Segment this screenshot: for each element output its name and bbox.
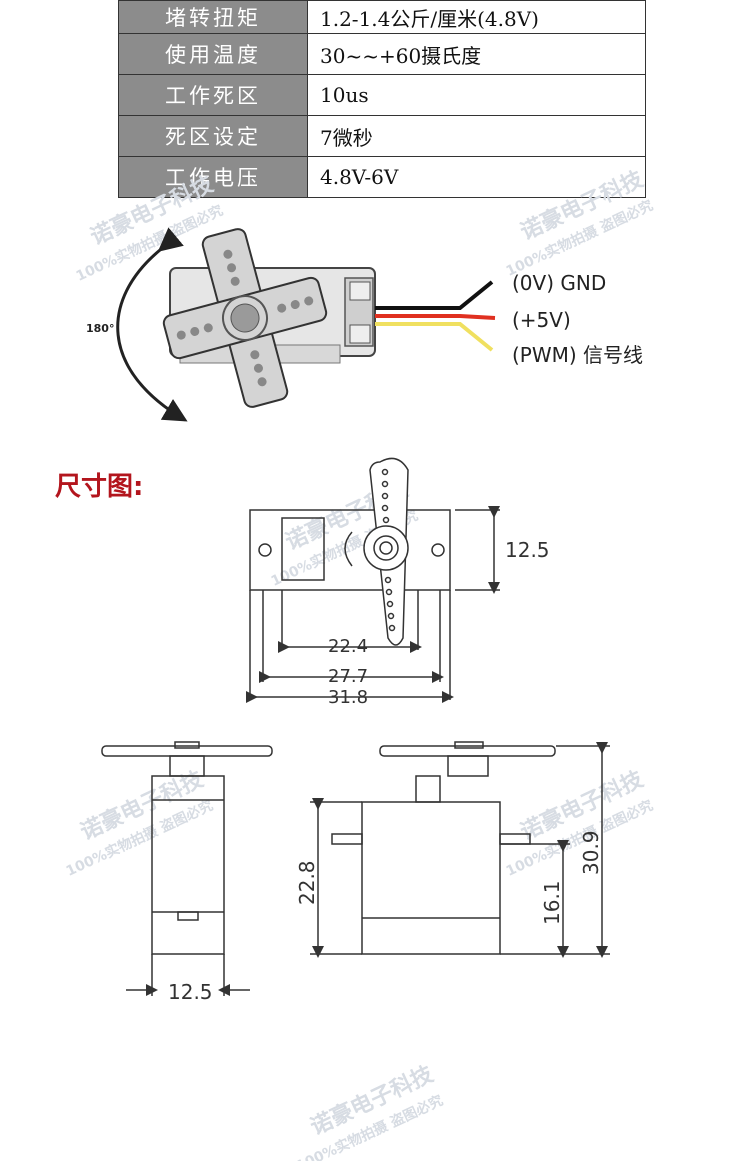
side-view-drawing — [310, 741, 610, 958]
top-view-drawing — [246, 457, 500, 703]
wire-pwm — [375, 322, 494, 352]
dim-30-9: 30.9 — [579, 830, 603, 875]
dim-12-5-top: 12.5 — [505, 538, 550, 562]
dim-22-8: 22.8 — [295, 860, 319, 905]
wire-gnd — [375, 280, 494, 310]
spec-value: 7微秒 — [307, 115, 646, 157]
wire-pwm-label: (PWM) 信号线 — [512, 343, 643, 367]
spec-key: 死区设定 — [118, 115, 308, 157]
dim-16-1: 16.1 — [540, 880, 564, 925]
spec-value: 1.2-1.4公斤/厘米(4.8V) — [307, 0, 646, 34]
servo-illustration: 180° (0V) GND (+5V) (PWM) 信号线 — [86, 227, 643, 422]
dim-22-4: 22.4 — [328, 636, 368, 657]
wire-vcc-label: (+5V) — [512, 308, 571, 332]
wire-vcc — [375, 314, 496, 320]
front-view-drawing — [101, 741, 273, 996]
spec-key: 堵转扭矩 — [118, 0, 308, 34]
dim-27-7: 27.7 — [328, 666, 368, 687]
watermark: 诺豪电子科技 100%实物拍摄 盗图必究 — [293, 1061, 445, 1161]
spec-key: 工作电压 — [118, 156, 308, 198]
wire-gnd-label: (0V) GND — [512, 271, 606, 295]
angle-label: 180° — [86, 322, 114, 335]
spec-value: 4.8V-6V — [307, 156, 646, 198]
dimension-title: 尺寸图: — [55, 472, 144, 502]
watermark: 诺豪电子科技 100%实物拍摄 盗图必究 — [503, 166, 655, 280]
spec-key: 工作死区 — [118, 74, 308, 116]
dim-31-8: 31.8 — [328, 687, 368, 708]
rotation-arrow — [116, 227, 188, 422]
watermark: 诺豪电子科技 100%实物拍摄 盗图必究 — [503, 766, 655, 880]
watermark: 诺豪电子科技 100%实物拍摄 盗图必究 — [63, 766, 215, 880]
spec-value: 10us — [307, 74, 646, 116]
dim-12-5-bottom: 12.5 — [168, 980, 213, 1004]
spec-value: 30~~+60摄氏度 — [307, 33, 646, 75]
servo-horn — [162, 228, 328, 408]
